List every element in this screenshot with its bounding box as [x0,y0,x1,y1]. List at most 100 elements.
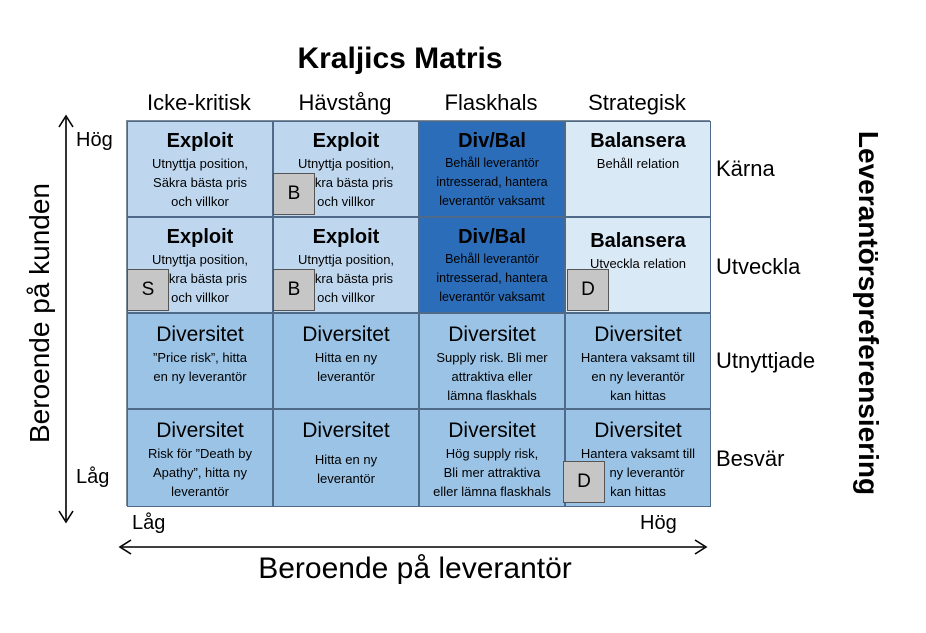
cell-description-line: Behåll relation [596,156,680,171]
cell-heading: Diversitet [448,419,536,442]
cell-description: Utveckla relation [566,254,710,273]
marker-b: B [273,269,315,311]
marker-d: D [563,461,605,503]
cell-heading: Diversitet [302,419,390,442]
cell-description-line: Hantera vaksamt till [580,446,696,461]
cell-description-line: kan hittas [610,388,666,403]
cell-description-line: intresserad, hantera [436,175,548,189]
y-axis-low-label: Låg [76,466,110,488]
cell-description: Hög supply risk, Bli mer attraktiva eller … [420,444,564,501]
cell-description-line: ”Price risk”, hitta [153,350,247,365]
matrix-title: Kraljics Matris [297,42,503,75]
cell-description-line: Hitta en ny [314,350,378,365]
row-label-utnyttjade: Utnyttjade [716,348,816,373]
cell-description-line: Behåll leverantör [445,252,539,266]
cell-heading: Exploit [166,226,234,248]
cell-description-line: Säkra bästa pris [153,271,247,286]
cell-heading: Diversitet [156,419,244,442]
cell-description: Utnyttja position, Säkra bästa pris och vi… [274,154,418,211]
x-axis-arrow [118,539,708,555]
cell-description-line: Säkra bästa pris [299,175,393,190]
cell-description-line: Säkra bästa pris [153,175,247,190]
cell-heading: Diversitet [594,419,682,442]
cell-heading: Exploit [312,130,380,152]
cell-description: Hantera vaksamt till en ny leverantör kan … [566,444,710,501]
row-label-karna: Kärna [716,156,775,181]
cell-description: ”Price risk”, hitta en ny leverantör [128,348,272,386]
cell-description-line: Supply risk. Bli mer [436,350,548,365]
cell-description-line: Utveckla relation [589,256,687,271]
cell-heading: Diversitet [302,323,390,346]
cell-description-line: attraktiva eller [451,369,533,384]
cell-description: Utnyttja position, Säkra bästa pris och vi… [128,250,272,307]
cell-description-line: Utnyttja position, [151,252,249,267]
y-axis-high-label: Hög [76,129,113,151]
cell-description-line: Utnyttja position, [151,156,249,171]
column-header-havstang: Hävstång [298,90,392,115]
cell-description-line: Säkra bästa pris [299,271,393,286]
cell-description-line: kan hittas [610,484,666,499]
cell-description-line: och villkor [317,194,375,209]
cell-heading: Balansera [590,230,686,252]
cell-heading: Diversitet [448,323,536,346]
cell-description-line: Bli mer attraktiva [443,465,541,480]
cell-heading: Div/Bal [458,130,526,152]
column-header-flaskhals: Flaskhals [444,90,538,115]
cell-description-line: leverantör [317,471,375,486]
cell-description-line: intresserad, hantera [436,271,548,285]
marker-s: S [127,269,169,311]
cell-description-line: och villkor [171,290,229,305]
cell-description: Utnyttja position, Säkra bästa pris och vi… [274,250,418,307]
cell-description-line: en ny leverantör [153,369,247,384]
cell-description-line: leverantör vaksamt [439,290,545,304]
cell-heading: Exploit [166,130,234,152]
cell-heading: Balansera [590,130,686,152]
cell-description-line: och villkor [317,290,375,305]
cell-description-line: en ny leverantör [591,369,685,384]
cell-heading: Diversitet [156,323,244,346]
cell-description-line: leverantör [171,484,229,499]
cell-description-line: lämna flaskhals [447,388,537,403]
cell-description-line: Hantera vaksamt till [580,350,696,365]
x-axis-low-label: Låg [132,512,166,534]
cell-description-line: eller lämna flaskhals [433,484,551,499]
cell-description-line: leverantör [317,369,375,384]
y-axis-arrow [58,114,74,524]
cell-heading: Exploit [312,226,380,248]
row-label-utveckla: Utveckla [716,254,801,279]
row-label-besvar: Besvär [716,446,785,471]
cell-description: Hantera vaksamt till en ny leverantör kan … [566,348,710,405]
cell-description-line: Apathy”, hitta ny [153,465,247,480]
cell-description: Behåll relation [566,154,710,173]
column-header-strategisk: Strategisk [588,90,686,115]
cell-heading: Diversitet [594,323,682,346]
marker-b: B [273,173,315,215]
cell-description-line: Utnyttja position, [297,252,395,267]
cell-description-line: Utnyttja position, [297,156,395,171]
cell-description: Hitta en ny leverantör [274,450,418,488]
cell-heading: Div/Bal [458,226,526,248]
cell-description-line: leverantör vaksamt [439,194,545,208]
cell-description-line: en ny leverantör [591,465,685,480]
cell-description: Behåll leverantör intresserad, hantera lev… [420,250,564,307]
cell-description: Supply risk. Bli mer attraktiva eller lämn… [420,348,564,405]
cell-description-line: Hög supply risk, [445,446,539,461]
cell-description-line: Hitta en ny [314,452,378,467]
cell-description: Hitta en ny leverantör [274,348,418,386]
column-header-icke-kritisk: Icke-kritisk [147,90,251,115]
